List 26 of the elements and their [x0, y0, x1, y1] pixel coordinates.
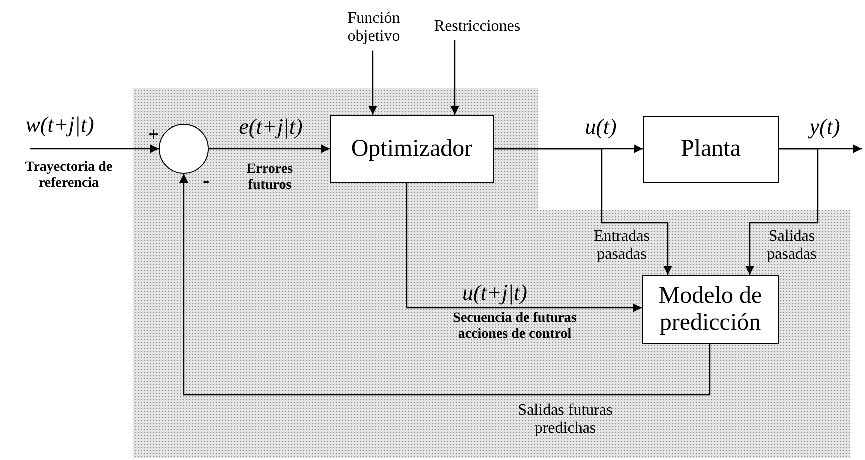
input-label: Restricciones [415, 18, 540, 36]
process-box: Modelo de predicción [642, 275, 779, 344]
arrow [406, 183, 642, 312]
edge-label: Salidas futuras predichas [517, 402, 614, 439]
edge-label: u(t) [584, 114, 618, 140]
process-box: Optimizador [330, 115, 494, 183]
signal-description: Errores futuros [246, 162, 294, 194]
arrow [494, 148, 672, 275]
edge-label: Entradas pasadas [593, 228, 651, 265]
arrow [450, 40, 460, 115]
edge-label: e(t+j|t) [238, 114, 304, 140]
edge-label: Salidas pasadas [766, 228, 818, 265]
signal-description: Trayectoria de referencia [24, 160, 114, 192]
arrow [30, 144, 159, 154]
edge-label: y(t) [807, 114, 842, 140]
arrow [746, 148, 819, 275]
input-label: Función objetivo [330, 10, 418, 47]
edge-label: u(t+j|t) [462, 280, 528, 306]
process-box: Planta [643, 116, 779, 183]
sign-label: - [203, 170, 210, 193]
arrow [180, 174, 711, 396]
signal-description: Secuencia de futuras acciones de control [452, 311, 578, 344]
arrow [368, 50, 378, 115]
arrow [209, 144, 330, 154]
edge-label: w(t+j|t) [24, 112, 96, 138]
sign-label: + [148, 124, 160, 147]
